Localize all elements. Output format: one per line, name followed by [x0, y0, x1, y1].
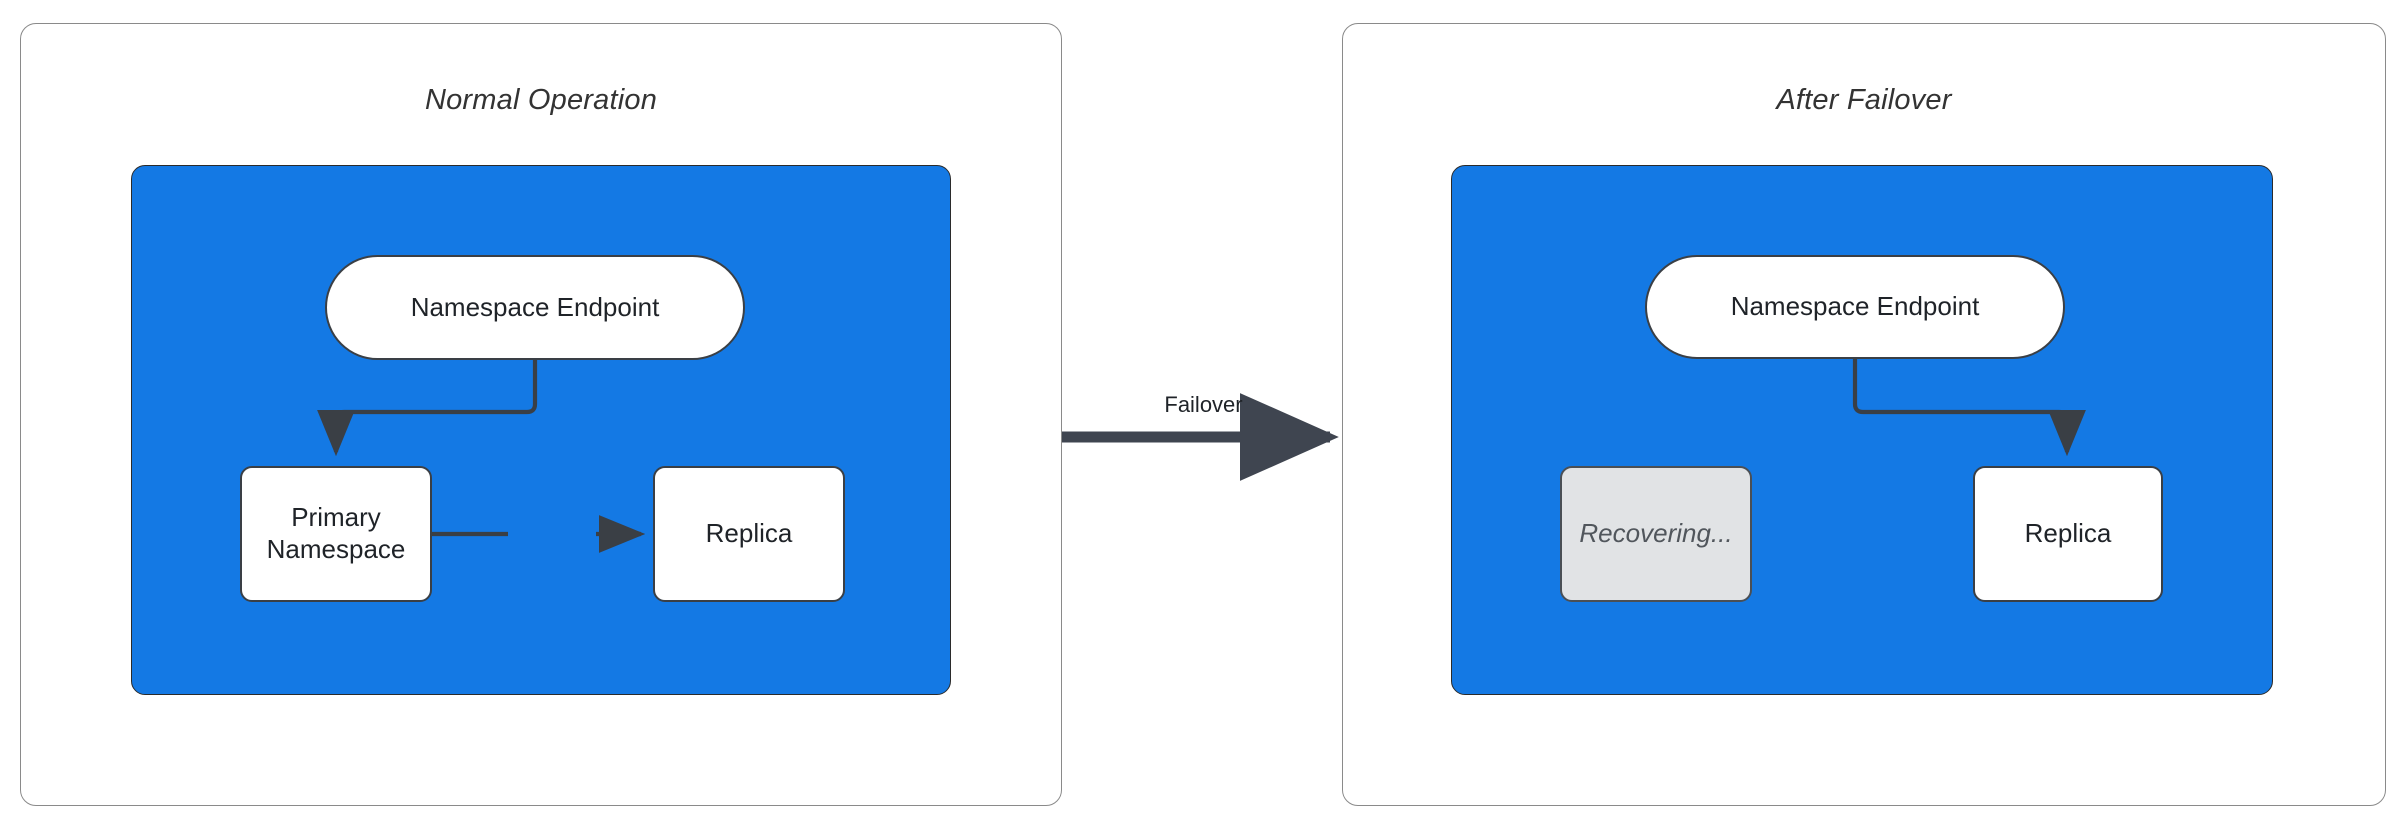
panel-after-failover: After Failover [1342, 23, 2386, 806]
panel-normal-operation: Normal Operation [20, 23, 1062, 806]
node-label: Namespace Endpoint [1730, 291, 1980, 322]
edge-label-data-replication: Data Replication [449, 337, 608, 359]
node-label: Replica [2024, 518, 2112, 549]
node-label: Recovering... [1579, 518, 1733, 549]
node-replica-left[interactable]: Replica [653, 466, 845, 602]
node-replica-right[interactable]: Replica [1973, 466, 2163, 602]
region-blue-normal-operation [131, 165, 951, 695]
panel-title-normal-operation: Normal Operation [424, 84, 658, 116]
edge-label-failover: Failover [1164, 392, 1243, 417]
node-namespace-endpoint-right[interactable]: Namespace Endpoint [1645, 255, 2065, 359]
node-recovering[interactable]: Recovering... [1560, 466, 1752, 602]
region-blue-after-failover [1451, 165, 2273, 695]
panel-title-after-failover: After Failover [1776, 84, 1952, 116]
node-label-line2: Namespace [266, 534, 406, 564]
node-label: Namespace Endpoint [410, 291, 660, 322]
node-label: Replica [705, 518, 793, 549]
node-label-line1: Primary [291, 502, 381, 533]
